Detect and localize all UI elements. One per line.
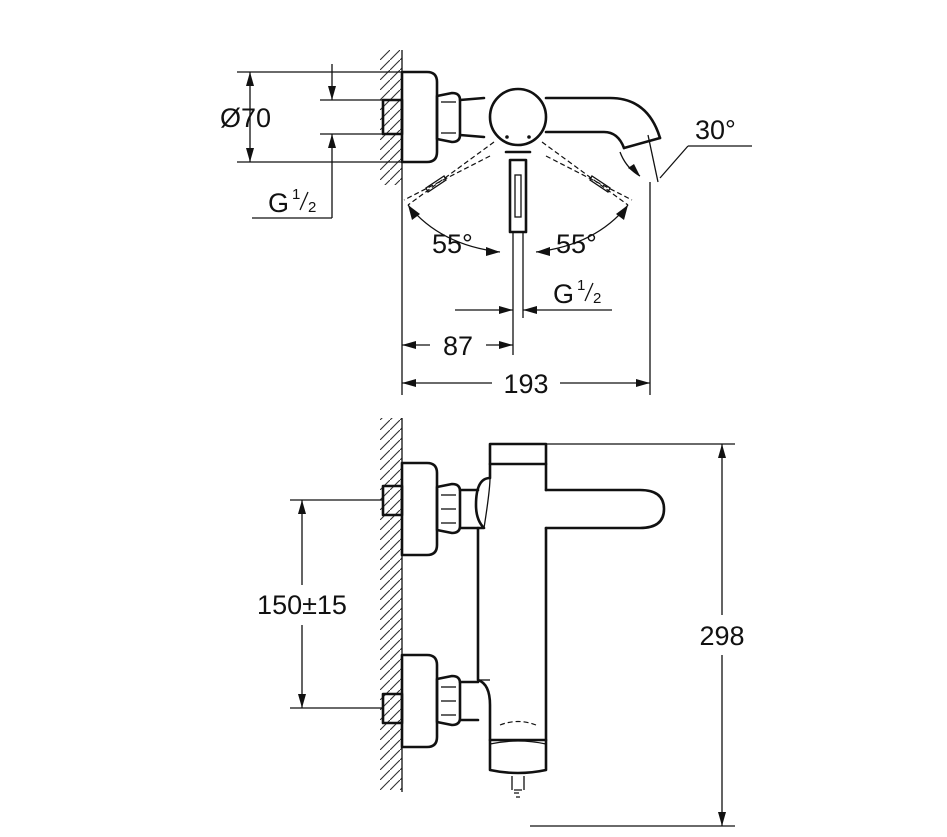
front-wall <box>380 418 403 792</box>
dim-height: 298 <box>530 443 745 827</box>
dim-spout-angle: 30° <box>619 115 752 183</box>
wall-to-outlet-label: 87 <box>443 331 473 361</box>
dim-handle-angle-left: 55° <box>407 204 501 259</box>
top-spout <box>544 96 662 150</box>
inlet-thread-prefix: G <box>268 188 289 218</box>
top-handle <box>504 150 532 234</box>
height-label: 298 <box>699 621 744 651</box>
projection-label: 193 <box>503 369 548 399</box>
outlet-thread-numerator: 1 <box>577 277 585 294</box>
dim-inlet-thread: G 1 2 <box>252 64 383 219</box>
handle-angle-left-label: 55° <box>432 229 473 259</box>
handle-angle-right-label: 55° <box>556 229 597 259</box>
top-handle-swing-left <box>403 141 495 206</box>
front-mixer-body <box>474 442 548 798</box>
outlet-thread-prefix: G <box>553 279 574 309</box>
dim-handle-angle-right: 55° <box>535 204 629 259</box>
inlet-centres-label: 150±15 <box>257 590 347 620</box>
spout-angle-label: 30° <box>695 115 736 145</box>
top-handle-swing-right <box>541 141 633 206</box>
dim-outlet-thread: G 1 2 <box>455 277 612 314</box>
dim-wall-to-outlet: 87 <box>402 331 513 361</box>
front-view: 150±15 298 <box>257 418 745 827</box>
dim-projection: 193 <box>402 369 650 399</box>
dim-diameter: Ø70 <box>220 71 402 163</box>
inlet-thread-numerator: 1 <box>292 186 300 203</box>
inlet-thread-denominator: 2 <box>308 199 316 216</box>
top-inlet-connection <box>381 70 486 164</box>
top-view: Ø70 G 1 2 30° <box>220 50 752 399</box>
dim-inlet-centres: 150±15 <box>257 499 383 709</box>
front-handle <box>544 488 666 530</box>
top-mixer-body <box>488 87 548 147</box>
outlet-thread-denominator: 2 <box>593 290 601 307</box>
diameter-label: Ø70 <box>220 103 271 133</box>
